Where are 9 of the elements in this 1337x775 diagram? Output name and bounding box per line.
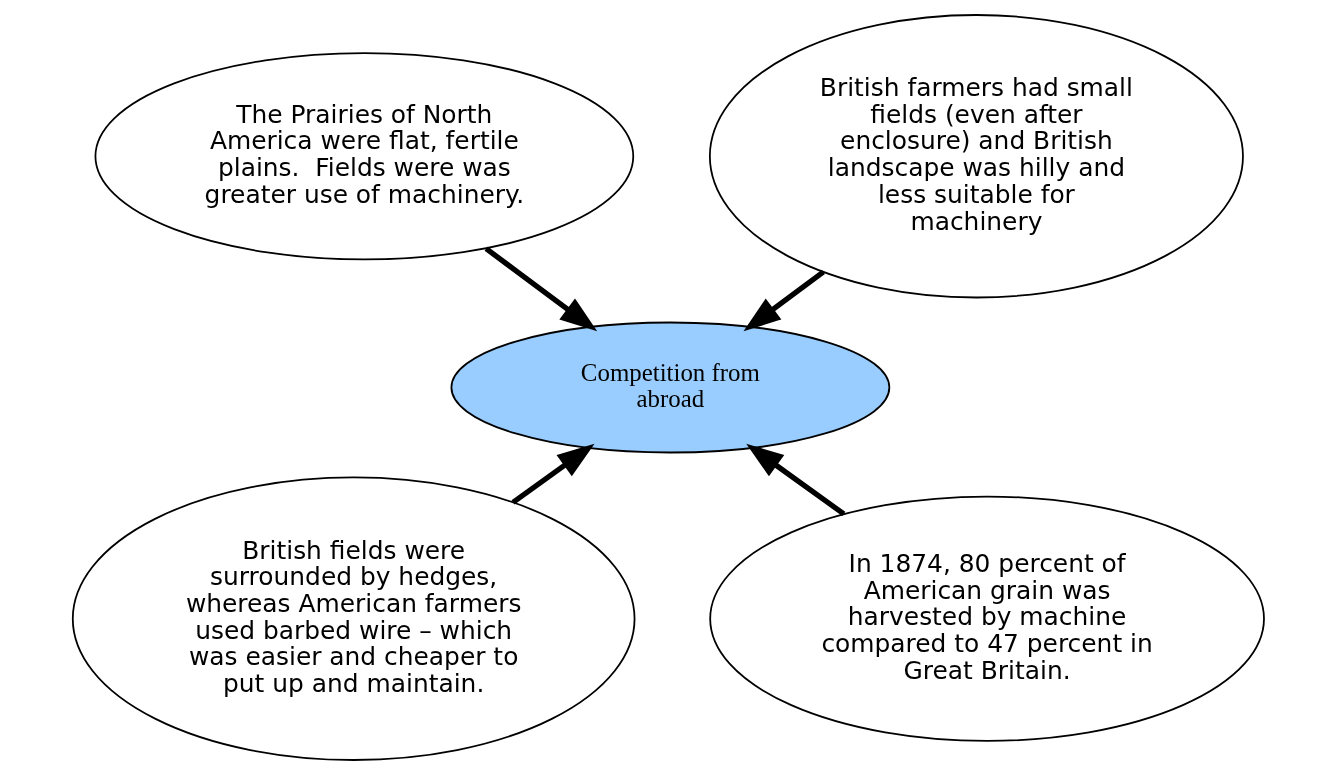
node-ellipse: British farmers had small fields (even after enclosure) and British landscape was hilly and less suitable for machinery	[708, 14, 1244, 299]
arrow	[484, 246, 598, 332]
arrow	[746, 443, 846, 517]
arrow	[743, 269, 825, 332]
node-ellipse: In 1874, 80 percent of American grain was harvested by machine compared to 47 percent in Great Britain.	[709, 495, 1265, 742]
node-ellipse: Competition from abroad	[450, 321, 891, 454]
node-ellipse: British fields were surrounded by hedges, whereas American farmers used barbed wire – which was easier and cheaper to put up and maintain.	[71, 476, 636, 761]
node-ellipse: The Prairies of North America were flat, fertile plains. Fields were was greater use of machinery.	[94, 52, 635, 261]
arrow	[511, 443, 595, 505]
